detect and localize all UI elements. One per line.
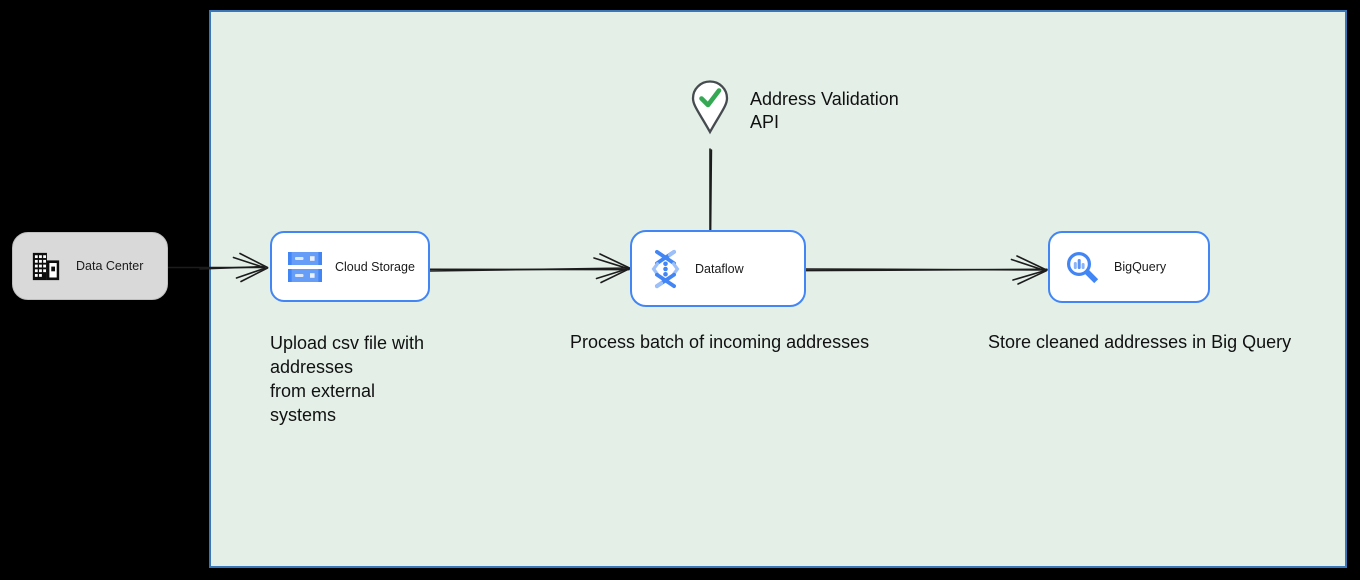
location-pin-check-icon (689, 79, 731, 135)
node-label-cloud-storage: Cloud Storage (335, 259, 415, 274)
node-label-data-center: Data Center (76, 259, 144, 273)
address-validation-label: Address Validation API (750, 89, 899, 132)
note-process-batch: Process batch of incoming addresses (570, 332, 870, 352)
node-label-bigquery: BigQuery (1114, 260, 1167, 274)
cloud-storage-icon (288, 251, 322, 282)
dataflow-icon (648, 249, 683, 289)
node-label-dataflow: Dataflow (695, 261, 744, 276)
node-bigquery[interactable]: BigQuery (1048, 231, 1210, 303)
note-upload-csv: Upload csv file with addresses from exte… (270, 333, 425, 425)
node-data-center[interactable]: Data Center (12, 232, 168, 300)
building-icon (30, 251, 62, 282)
node-dataflow[interactable]: Dataflow (630, 230, 806, 307)
node-cloud-storage[interactable]: Cloud Storage (270, 231, 430, 302)
bigquery-icon (1064, 249, 1101, 286)
note-store-cleaned: Store cleaned addresses in Big Query (988, 332, 1292, 352)
